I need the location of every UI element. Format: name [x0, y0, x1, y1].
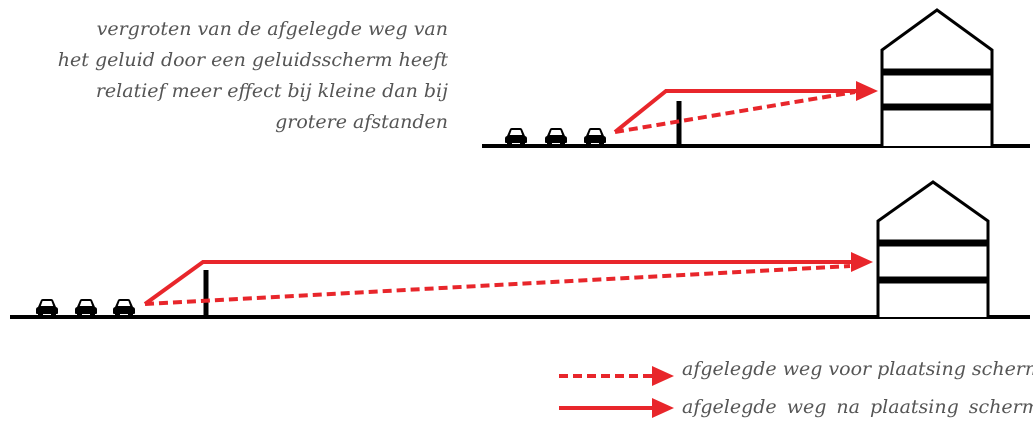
caption: vergroten van de afgelegde weg van het g…: [40, 14, 448, 138]
caption-line-4: grotere afstanden: [275, 111, 448, 133]
scene-short-distance: [482, 8, 1030, 148]
house-icon: [876, 180, 990, 317]
legend-dashed-arrow-head: [652, 366, 674, 386]
car-icon: [584, 128, 606, 146]
legend-solid-arrow-head: [652, 398, 674, 418]
caption-line-2: het geluid door een geluidsscherm heeft: [57, 49, 448, 71]
path-before-barrier: [614, 90, 856, 134]
arrow-head: [856, 81, 878, 101]
path-after-barrier: [613, 89, 858, 134]
path-after-barrier: [143, 260, 853, 306]
legend: [559, 366, 674, 418]
path-before-barrier: [144, 264, 851, 306]
car-icon: [545, 128, 567, 146]
house-icon: [880, 8, 994, 146]
car-icon: [36, 299, 58, 317]
caption-line-1: vergroten van de afgelegde weg van: [96, 18, 448, 40]
arrow-head: [851, 252, 873, 272]
scene-long-distance: [10, 180, 1030, 319]
car-icon: [113, 299, 135, 317]
car-icon: [75, 299, 97, 317]
caption-line-3: relatief meer effect bij kleine dan bij: [95, 80, 448, 102]
legend-label-before: afgelegde weg voor plaatsing scherm: [682, 358, 1033, 380]
car-icon: [505, 128, 527, 146]
legend-label-after: afgelegde weg na plaatsing scherm: [682, 396, 1033, 418]
